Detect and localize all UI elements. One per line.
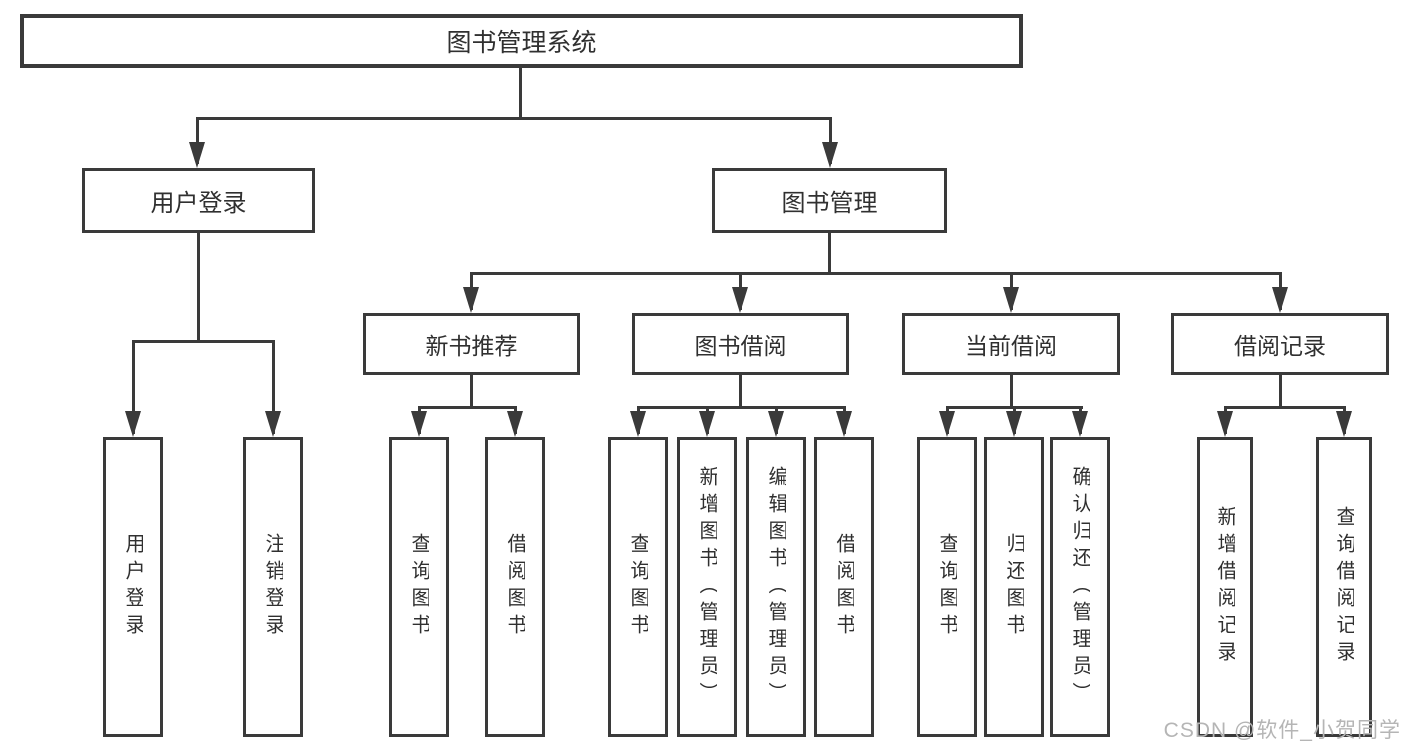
leaf-query-books-current: 查询图书	[917, 437, 977, 737]
arrowhead-icon	[732, 287, 748, 313]
connector	[519, 68, 522, 119]
arrowhead-icon	[189, 142, 205, 168]
arrowhead-icon	[768, 411, 784, 437]
connector	[418, 406, 517, 409]
leaf-label: 用户登录	[123, 533, 143, 641]
leaf-label: 借阅图书	[505, 533, 525, 641]
leaf-label: 查询借阅记录	[1334, 506, 1354, 668]
arrowhead-icon	[1072, 411, 1088, 437]
connector	[1279, 375, 1282, 409]
arrowhead-icon	[822, 142, 838, 168]
leaf-label: 归还图书	[1004, 533, 1024, 641]
connector	[196, 117, 199, 164]
node-label: 借阅记录	[1234, 333, 1326, 359]
leaf-label: 注销登录	[263, 533, 283, 641]
node-user-login: 用户登录	[82, 168, 315, 233]
arrowhead-icon	[1006, 411, 1022, 437]
leaf-label: 确认归还（管理员）	[1070, 465, 1090, 709]
connector	[272, 340, 275, 434]
leaf-label: 新增图书（管理员）	[697, 465, 717, 709]
node-label: 图书管理系统	[446, 29, 597, 57]
arrowhead-icon	[507, 411, 523, 437]
leaf-return-books: 归还图书	[984, 437, 1044, 737]
leaf-label: 查询图书	[628, 533, 648, 641]
connector	[828, 233, 831, 275]
leaf-borrow-books: 借阅图书	[814, 437, 874, 737]
arrowhead-icon	[630, 411, 646, 437]
leaf-label: 新增借阅记录	[1215, 506, 1235, 668]
connector	[739, 375, 742, 409]
leaf-borrow-books-recommend: 借阅图书	[485, 437, 545, 737]
connector	[1010, 375, 1013, 409]
node-borrowing-records: 借阅记录	[1171, 313, 1389, 375]
connector	[197, 233, 200, 343]
connector	[829, 117, 832, 164]
node-label: 图书借阅	[694, 333, 787, 359]
node-label: 用户登录	[150, 190, 247, 217]
leaf-label: 查询图书	[937, 533, 957, 641]
arrowhead-icon	[1217, 411, 1233, 437]
node-new-book-recommendation: 新书推荐	[363, 313, 580, 375]
arrowhead-icon	[125, 411, 141, 437]
arrowhead-icon	[1003, 287, 1019, 313]
arrowhead-icon	[265, 411, 281, 437]
arrowhead-icon	[1336, 411, 1352, 437]
node-current-borrowing: 当前借阅	[902, 313, 1120, 375]
connector	[196, 117, 832, 120]
leaf-label: 查询图书	[409, 533, 429, 641]
connector	[132, 340, 274, 343]
node-label: 图书管理	[781, 190, 878, 217]
connector	[637, 406, 846, 409]
leaf-query-books-recommend: 查询图书	[389, 437, 449, 737]
leaf-query-books-borrowing: 查询图书	[608, 437, 668, 737]
arrowhead-icon	[699, 411, 715, 437]
arrowhead-icon	[836, 411, 852, 437]
connector	[1224, 406, 1346, 409]
csdn-watermark: CSDN @软件_小贺同学	[1163, 719, 1401, 742]
leaf-query-borrow-record: 查询借阅记录	[1316, 437, 1372, 737]
leaf-label: 借阅图书	[834, 533, 854, 641]
leaf-add-books-admin: 新增图书（管理员）	[677, 437, 737, 737]
node-book-borrowing: 图书借阅	[632, 313, 849, 375]
leaf-logout: 注销登录	[243, 437, 303, 737]
connector	[132, 340, 135, 434]
node-label: 新书推荐	[425, 333, 518, 359]
leaf-confirm-return-admin: 确认归还（管理员）	[1050, 437, 1110, 737]
leaf-user-login: 用户登录	[103, 437, 163, 737]
connector	[470, 375, 473, 409]
leaf-add-borrow-record: 新增借阅记录	[1197, 437, 1253, 737]
arrowhead-icon	[411, 411, 427, 437]
arrowhead-icon	[463, 287, 479, 313]
node-book-management: 图书管理	[712, 168, 947, 233]
arrowhead-icon	[1272, 287, 1288, 313]
leaf-edit-books-admin: 编辑图书（管理员）	[746, 437, 806, 737]
node-library-management-system: 图书管理系统	[20, 14, 1023, 68]
connector	[470, 272, 1281, 275]
leaf-label: 编辑图书（管理员）	[766, 465, 786, 709]
node-label: 当前借阅	[965, 333, 1057, 359]
arrowhead-icon	[939, 411, 955, 437]
